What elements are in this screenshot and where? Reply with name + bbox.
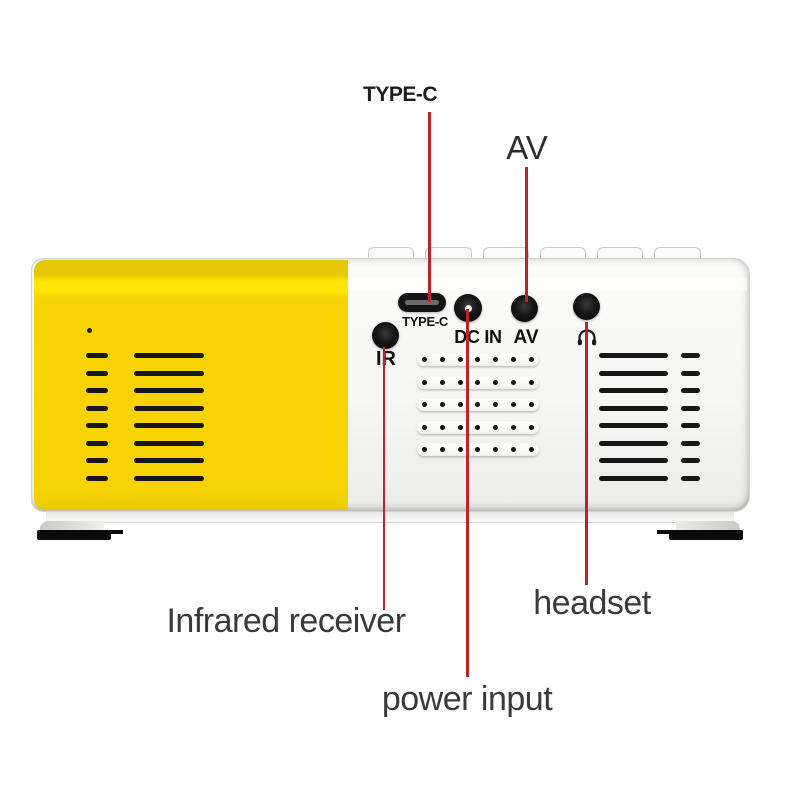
av-jack xyxy=(511,295,538,322)
dc-in-port-label: DC IN xyxy=(454,327,502,347)
left-foot-edge xyxy=(104,530,123,534)
right-foot-edge xyxy=(657,530,676,534)
callout-line-infrared xyxy=(382,347,386,610)
left-foot-hinge xyxy=(40,521,104,532)
grille-row xyxy=(417,353,539,366)
left-foot xyxy=(37,521,123,540)
annotation-av: AV xyxy=(506,129,548,166)
callout-line-type-c xyxy=(428,112,431,302)
annotation-power-input: power input xyxy=(381,680,553,718)
grille-row xyxy=(417,420,539,434)
annotation-headset: headset xyxy=(533,584,651,622)
callout-line-headset xyxy=(585,322,588,585)
speaker-grille xyxy=(417,353,539,456)
av-port-label: AV xyxy=(513,327,539,348)
right-foot-pad xyxy=(669,530,743,540)
type-c-port xyxy=(398,293,446,312)
bottom-step xyxy=(46,512,734,522)
grille-row xyxy=(417,443,539,456)
grille-row xyxy=(417,375,539,389)
right-foot xyxy=(657,521,743,540)
vent-column-left-short xyxy=(86,353,108,481)
type-c-port-label: TYPE-C xyxy=(402,314,448,329)
annotation-type-c: TYPE-C xyxy=(362,83,438,106)
ir-port-label: IR xyxy=(376,348,396,370)
ir-receiver-window xyxy=(372,322,399,349)
vent-column-left-long xyxy=(134,353,204,481)
type-c-slot xyxy=(405,300,439,305)
annotation-infrared-receiver: Infrared receiver xyxy=(166,602,406,640)
callout-line-power xyxy=(466,309,469,677)
yellow-side-panel xyxy=(34,260,348,510)
right-foot-hinge xyxy=(676,521,740,532)
headset-jack xyxy=(573,293,600,320)
dc-in-center-pin xyxy=(464,304,472,312)
pinhole-dot xyxy=(87,328,92,333)
projector-body: TYPE-C IR DC IN AV xyxy=(31,258,750,512)
left-foot-pad xyxy=(37,530,111,540)
callout-line-av xyxy=(525,167,528,302)
grille-row xyxy=(417,398,539,411)
vent-column-right-long xyxy=(599,353,668,481)
vent-column-right-short xyxy=(681,353,700,481)
